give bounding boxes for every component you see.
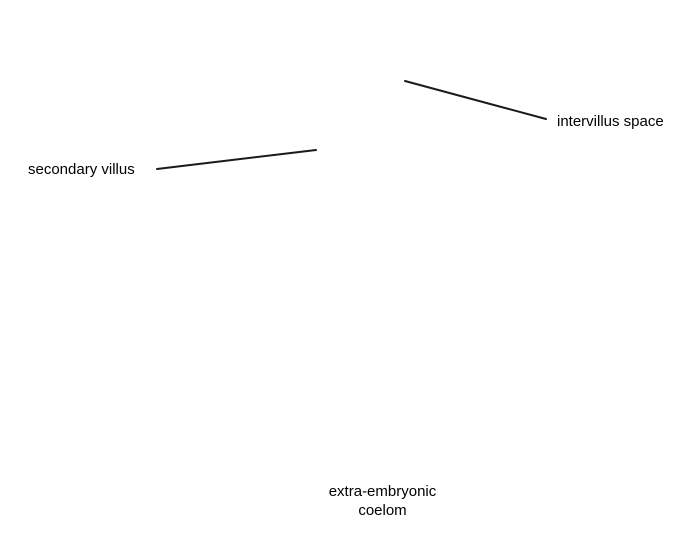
intervillus-space-leader-line [404,80,547,120]
extra-embryonic-coelom-label-line1: extra-embryonic [328,483,437,500]
secondary-villus-label: secondary villus [28,161,135,178]
extra-embryonic-coelom-label: extra-embryonic coelom [310,482,455,520]
extra-embryonic-coelom-label-line2: coelom [358,502,407,519]
secondary-villus-leader-line [156,149,317,170]
intervillus-space-label: intervillus space [557,113,664,130]
